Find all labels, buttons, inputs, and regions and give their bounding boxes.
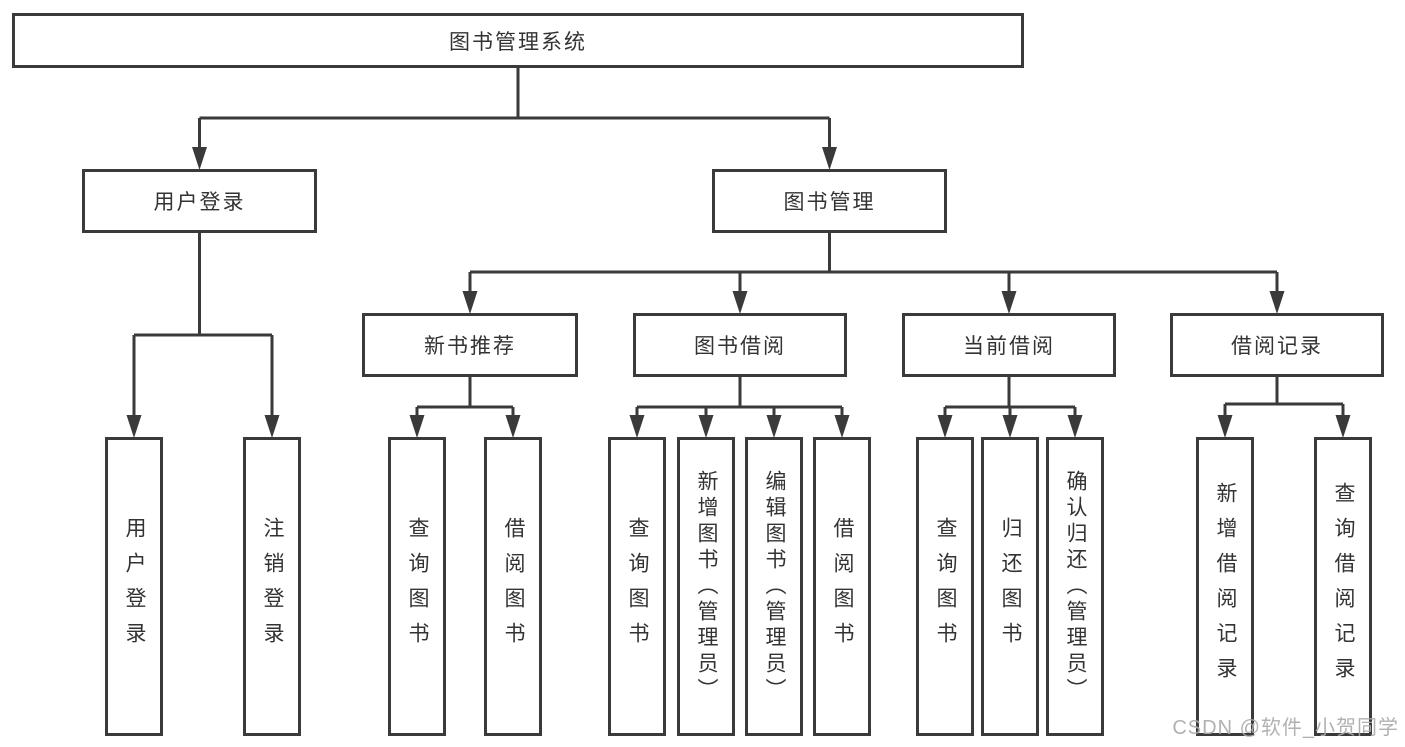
leaf-bb-add-book-admin: 新增图书（管理员） <box>677 437 735 736</box>
leaf-cb-confirm-return-admin: 确认归还（管理员） <box>1046 437 1104 736</box>
node-user-login: 用户登录 <box>82 169 317 233</box>
leaf-br-add-record-label: 新增借阅记录 <box>1214 481 1237 692</box>
leaf-bb-edit-book-admin: 编辑图书（管理员） <box>745 437 803 736</box>
leaf-bb-query-book: 查询图书 <box>608 437 666 736</box>
node-current-borrowing: 当前借阅 <box>902 313 1116 377</box>
leaf-nb-borrow-book: 借阅图书 <box>484 437 542 736</box>
leaf-br-query-record-label: 查询借阅记录 <box>1332 481 1355 692</box>
node-library-management-system: 图书管理系统 <box>12 13 1024 68</box>
leaf-bb-borrow-book-label: 借阅图书 <box>831 516 854 657</box>
leaf-cb-confirm-return-admin-label: 确认归还（管理员） <box>1064 469 1087 704</box>
leaf-user-login: 用户登录 <box>105 437 163 736</box>
leaf-br-query-record: 查询借阅记录 <box>1314 437 1372 736</box>
leaf-logout-label: 注销登录 <box>261 516 284 657</box>
leaf-user-login-label: 用户登录 <box>123 516 146 657</box>
leaf-cb-return-book-label: 归还图书 <box>999 516 1022 657</box>
leaf-nb-query-book-label: 查询图书 <box>406 516 429 657</box>
leaf-cb-query-book: 查询图书 <box>916 437 974 736</box>
leaf-nb-borrow-book-label: 借阅图书 <box>502 516 525 657</box>
node-book-borrowing: 图书借阅 <box>633 313 847 377</box>
leaf-nb-query-book: 查询图书 <box>388 437 446 736</box>
leaf-bb-query-book-label: 查询图书 <box>626 516 649 657</box>
csdn-watermark: CSDN @软件_小贺同学 <box>1172 717 1399 739</box>
node-book-management: 图书管理 <box>712 169 947 233</box>
leaf-cb-return-book: 归还图书 <box>981 437 1039 736</box>
leaf-bb-edit-book-admin-label: 编辑图书（管理员） <box>763 469 786 704</box>
leaf-bb-borrow-book: 借阅图书 <box>813 437 871 736</box>
node-borrow-records: 借阅记录 <box>1170 313 1384 377</box>
leaf-bb-add-book-admin-label: 新增图书（管理员） <box>695 469 718 704</box>
leaf-br-add-record: 新增借阅记录 <box>1196 437 1254 736</box>
leaf-logout: 注销登录 <box>243 437 301 736</box>
node-new-book-recommend: 新书推荐 <box>362 313 578 377</box>
leaf-cb-query-book-label: 查询图书 <box>934 516 957 657</box>
